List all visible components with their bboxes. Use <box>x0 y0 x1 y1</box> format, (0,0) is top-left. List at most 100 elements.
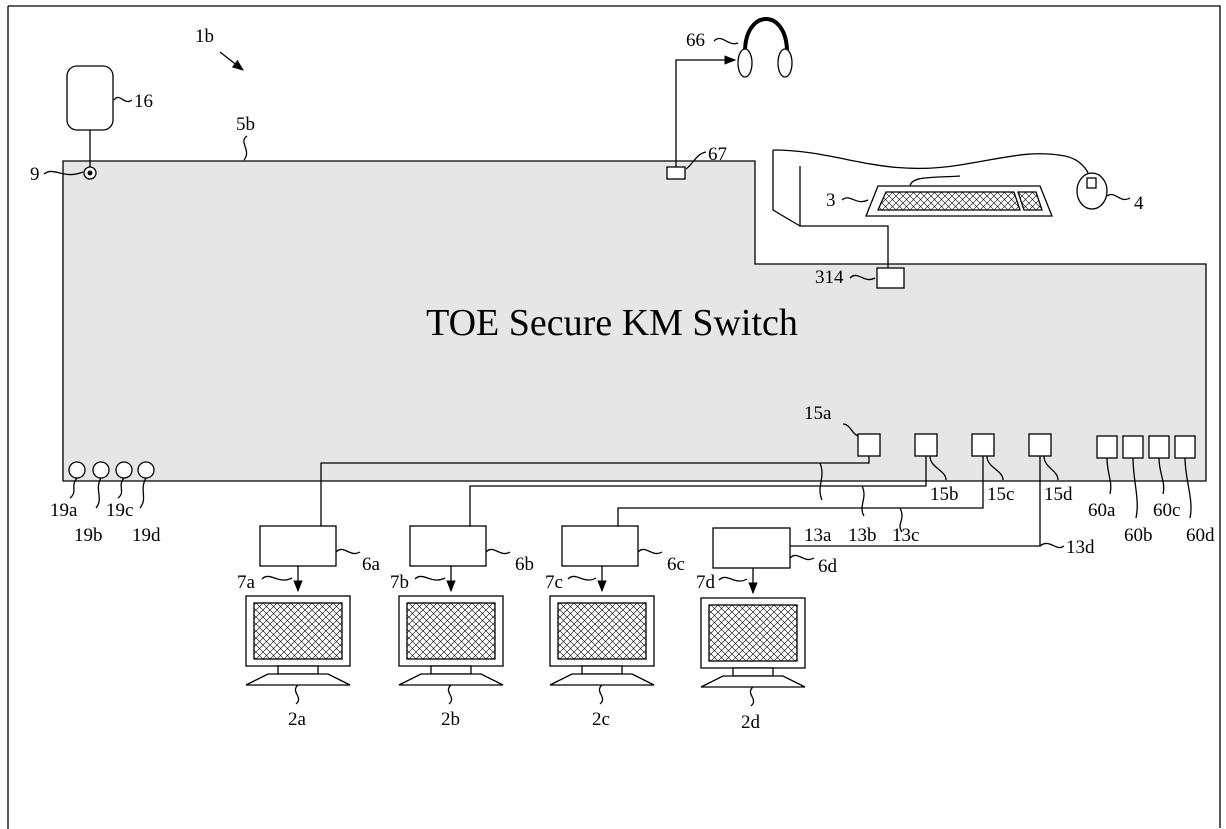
audio-port-leader <box>685 151 707 170</box>
km-input-cable <box>799 166 889 268</box>
cable-13c-ref: 13c <box>892 525 919 546</box>
indicator-19a-ref: 19a <box>50 500 78 521</box>
indicator-19b-leader <box>95 477 102 509</box>
cable-13a-ref: 13a <box>804 525 832 546</box>
keyboard-ref: 3 <box>826 190 836 211</box>
headset-band <box>743 17 789 53</box>
button-60c <box>1148 435 1170 459</box>
port-15d-leader <box>1043 455 1059 481</box>
cable-13d-ref: 13d <box>1066 537 1095 558</box>
headset-left-cup <box>737 48 753 78</box>
button-60a <box>1096 435 1118 459</box>
figure-label: 1b <box>195 26 214 47</box>
keyboard-numpad <box>1017 191 1043 211</box>
mouse-cable <box>772 149 1091 179</box>
cable-13d-leader <box>1039 542 1065 549</box>
km-port <box>876 267 905 289</box>
button-60d <box>1174 435 1196 459</box>
adapter-6a <box>259 525 337 567</box>
display-2a-leader <box>294 684 300 705</box>
adapter-6a-ref: 6a <box>362 554 381 575</box>
display-2b-leader <box>447 684 453 705</box>
port-15c <box>971 433 995 457</box>
button-60d-leader <box>1184 457 1192 519</box>
video-7d-leader <box>718 576 748 582</box>
video-7a-leader <box>261 575 293 581</box>
cable-13b-leader <box>861 485 865 517</box>
port-15c-ref: 15c <box>987 484 1014 505</box>
indicator-19b-ref: 19b <box>74 525 103 546</box>
cable-13b-ref: 13b <box>848 525 877 546</box>
indicator-19c-ref: 19c <box>106 500 133 521</box>
button-60c-leader <box>1158 457 1165 495</box>
button-60b <box>1122 435 1144 459</box>
cable-13b <box>469 456 927 526</box>
indicator-19d-leader <box>139 477 147 509</box>
tamper-leader <box>43 170 84 176</box>
indicator-19d <box>137 461 155 479</box>
display-2b-ref: 2b <box>441 709 460 730</box>
video-7a-ref: 7a <box>237 572 256 593</box>
adapter-6d-ref: 6d <box>818 556 838 577</box>
video-7d-ref: 7d <box>696 572 716 593</box>
video-7b-leader <box>414 575 446 581</box>
port-15b-ref: 15b <box>930 484 959 505</box>
display-2d <box>700 597 806 688</box>
port-15a-ref: 15a <box>804 403 832 424</box>
display-2d-leader <box>749 686 755 707</box>
port-15b-leader <box>929 455 947 481</box>
mouse <box>1076 172 1108 210</box>
figure-label-arrow <box>219 51 244 71</box>
indicator-19a <box>68 461 86 479</box>
adapter-6b <box>409 525 487 567</box>
keyboard-leader <box>841 197 869 203</box>
headset-leader <box>713 37 739 45</box>
adapter-6c-leader <box>637 548 663 555</box>
indicator-19c-leader <box>117 477 125 499</box>
port-15a-leader <box>842 423 859 437</box>
indicator-19d-ref: 19d <box>132 525 161 546</box>
video-7c-ref: 7c <box>545 572 563 593</box>
cable-13c <box>617 456 984 526</box>
mouse-wheel <box>1086 177 1097 189</box>
km-port-leader <box>849 274 876 281</box>
mouse-ref: 4 <box>1134 193 1144 214</box>
adapter-6c-ref: 6c <box>667 554 685 575</box>
port-15a <box>857 433 881 457</box>
display-2a-ref: 2a <box>288 709 307 730</box>
port-15b <box>914 433 938 457</box>
audio-cable <box>675 55 737 167</box>
keyboard-cable <box>909 175 961 187</box>
fob-leader <box>113 96 133 103</box>
fob-device <box>66 65 114 131</box>
device-title: TOE Secure KM Switch <box>426 302 798 344</box>
button-60a-ref: 60a <box>1088 500 1116 521</box>
display-2c <box>549 595 655 686</box>
button-60a-leader <box>1106 457 1112 495</box>
video-7b-ref: 7b <box>390 572 409 593</box>
enclosure-ref: 5b <box>236 114 255 135</box>
adapter-6a-leader <box>335 548 361 555</box>
enclosure-leader <box>243 135 248 161</box>
adapter-6c <box>561 525 639 567</box>
page-border <box>8 5 1221 828</box>
button-60d-ref: 60d <box>1186 525 1215 546</box>
button-60b-leader <box>1132 457 1138 519</box>
fob-ref: 16 <box>134 91 153 112</box>
tamper-port-dot <box>87 170 93 176</box>
cable-13a <box>320 456 870 526</box>
tamper-ref: 9 <box>30 164 40 185</box>
button-60b-ref: 60b <box>1124 525 1153 546</box>
adapter-6b-leader <box>485 548 511 555</box>
display-2a <box>245 595 351 686</box>
headset-ref: 66 <box>686 30 705 51</box>
cable-loop-left <box>772 150 801 227</box>
adapter-6d-leader <box>789 554 815 561</box>
display-2c-ref: 2c <box>592 709 610 730</box>
cable-13a-leader <box>819 462 823 501</box>
audio-port <box>666 166 686 180</box>
indicator-19a-leader <box>69 477 78 499</box>
km-port-ref: 314 <box>815 267 844 288</box>
adapter-6b-ref: 6b <box>515 554 534 575</box>
